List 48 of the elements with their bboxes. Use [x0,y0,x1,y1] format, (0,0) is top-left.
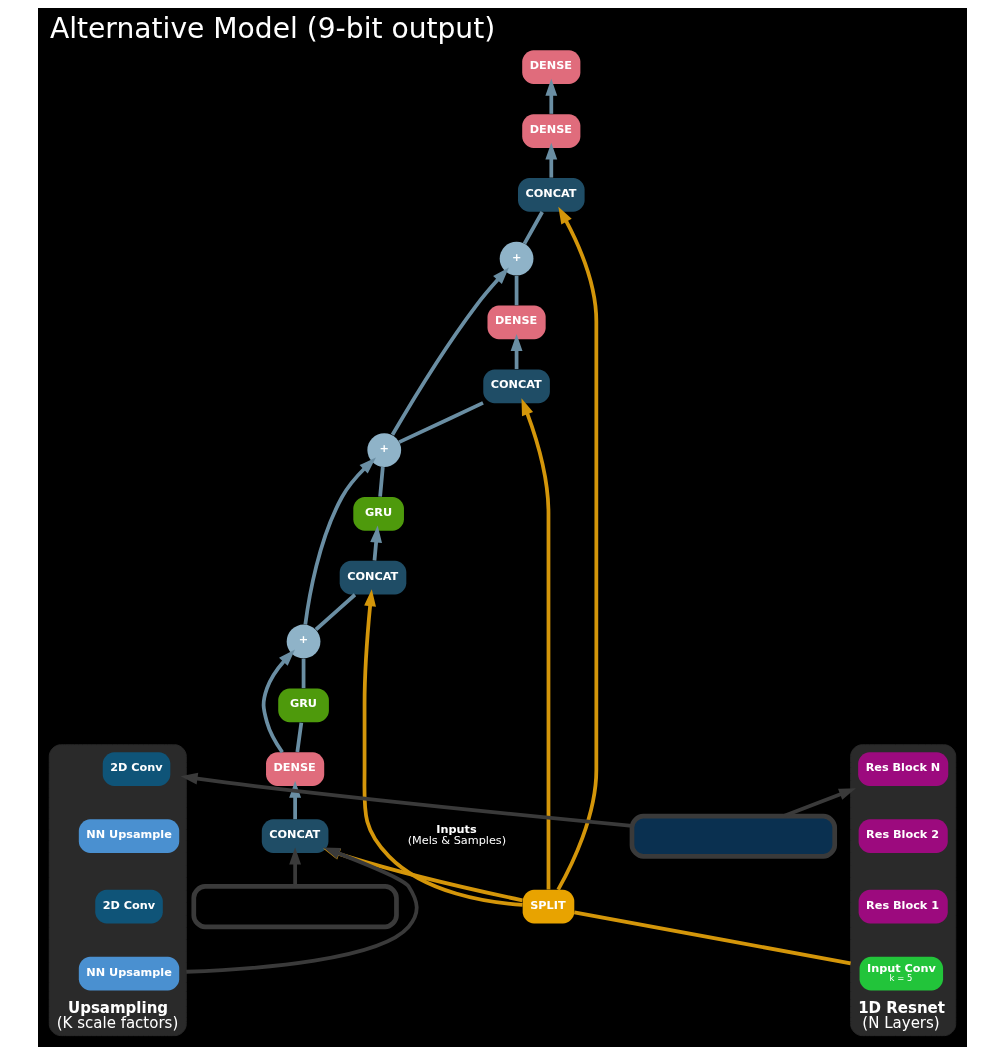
node-box [191,884,399,930]
arrow [521,398,551,890]
connector [398,401,484,444]
node-box: GRU [353,497,404,531]
node-circle: + [367,433,402,467]
node-box: CONCAT [339,560,407,595]
node-box: GRU [278,688,329,723]
node-box: NN Upsample [78,819,180,854]
node-box: CONCAT [483,369,550,404]
node-box: DENSE [266,752,325,786]
node-box: Res Block N [858,752,949,786]
arrow [556,206,599,891]
arrow [303,457,376,625]
node-box: NN Upsample [78,956,180,991]
node-box: SPLIT [522,889,575,924]
connector [295,722,304,753]
node-circle: + [499,241,534,276]
node-box: Res Block 2 [858,819,948,854]
node-box: 2D Conv [102,752,171,786]
arrow [289,847,302,887]
arrow [370,525,383,561]
connector [522,211,544,245]
diagram-title: Alternative Model (9-bit output) [49,12,496,46]
connector [573,910,851,966]
connector [301,658,306,689]
node-circle: + [286,624,321,659]
arrow [261,649,295,754]
node-label: Inputs [436,823,477,837]
node-box: CONCAT [261,819,329,854]
arrow [289,780,302,820]
node-label: (Mels & Samples) [407,834,507,848]
node-box: DENSE [522,50,581,85]
arrow [510,334,523,370]
arrow [545,78,558,114]
node-box: DENSE [522,114,581,148]
node-box: Input Conv k = 5 [859,956,944,991]
node-box: DENSE [487,305,546,340]
node-box: CONCAT [518,177,585,212]
node-box: 2D Conv [95,889,163,924]
arrow [545,142,558,178]
node-box: Res Block 1 [858,889,948,924]
arrow [390,267,509,436]
arrow [362,589,523,907]
connector [314,593,357,631]
connector [378,466,385,497]
connector [514,275,519,306]
node-box [629,813,838,859]
arrow [180,772,633,828]
